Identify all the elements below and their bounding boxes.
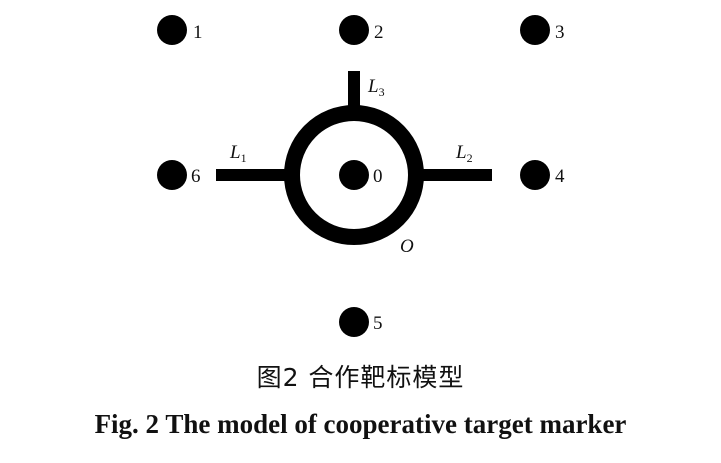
point-6 [157, 160, 187, 190]
point-label-4: 4 [555, 166, 565, 187]
point-3 [520, 15, 550, 45]
point-0 [339, 160, 369, 190]
arm-l3 [348, 71, 360, 113]
point-label-3: 3 [555, 22, 565, 43]
line-label-l1: L1 [229, 142, 247, 165]
point-2 [339, 15, 369, 45]
arm-l1 [216, 169, 292, 181]
figure-caption-chinese: 图2 合作靶标模型 [256, 363, 465, 392]
target-marker-diagram: 1 2 3 6 0 4 5 L1 L2 L3 O [157, 15, 565, 337]
point-label-0: 0 [373, 166, 383, 187]
arm-l2 [416, 169, 492, 181]
point-label-5: 5 [373, 313, 383, 334]
point-label-2: 2 [374, 22, 384, 43]
point-1 [157, 15, 187, 45]
figure-caption-english: Fig. 2 The model of cooperative target m… [94, 409, 627, 439]
line-label-l2: L2 [455, 142, 473, 165]
ring-label-o: O [400, 236, 414, 257]
point-label-1: 1 [193, 22, 203, 43]
point-label-6: 6 [191, 166, 201, 187]
point-5 [339, 307, 369, 337]
line-label-l3: L3 [367, 76, 385, 99]
point-4 [520, 160, 550, 190]
